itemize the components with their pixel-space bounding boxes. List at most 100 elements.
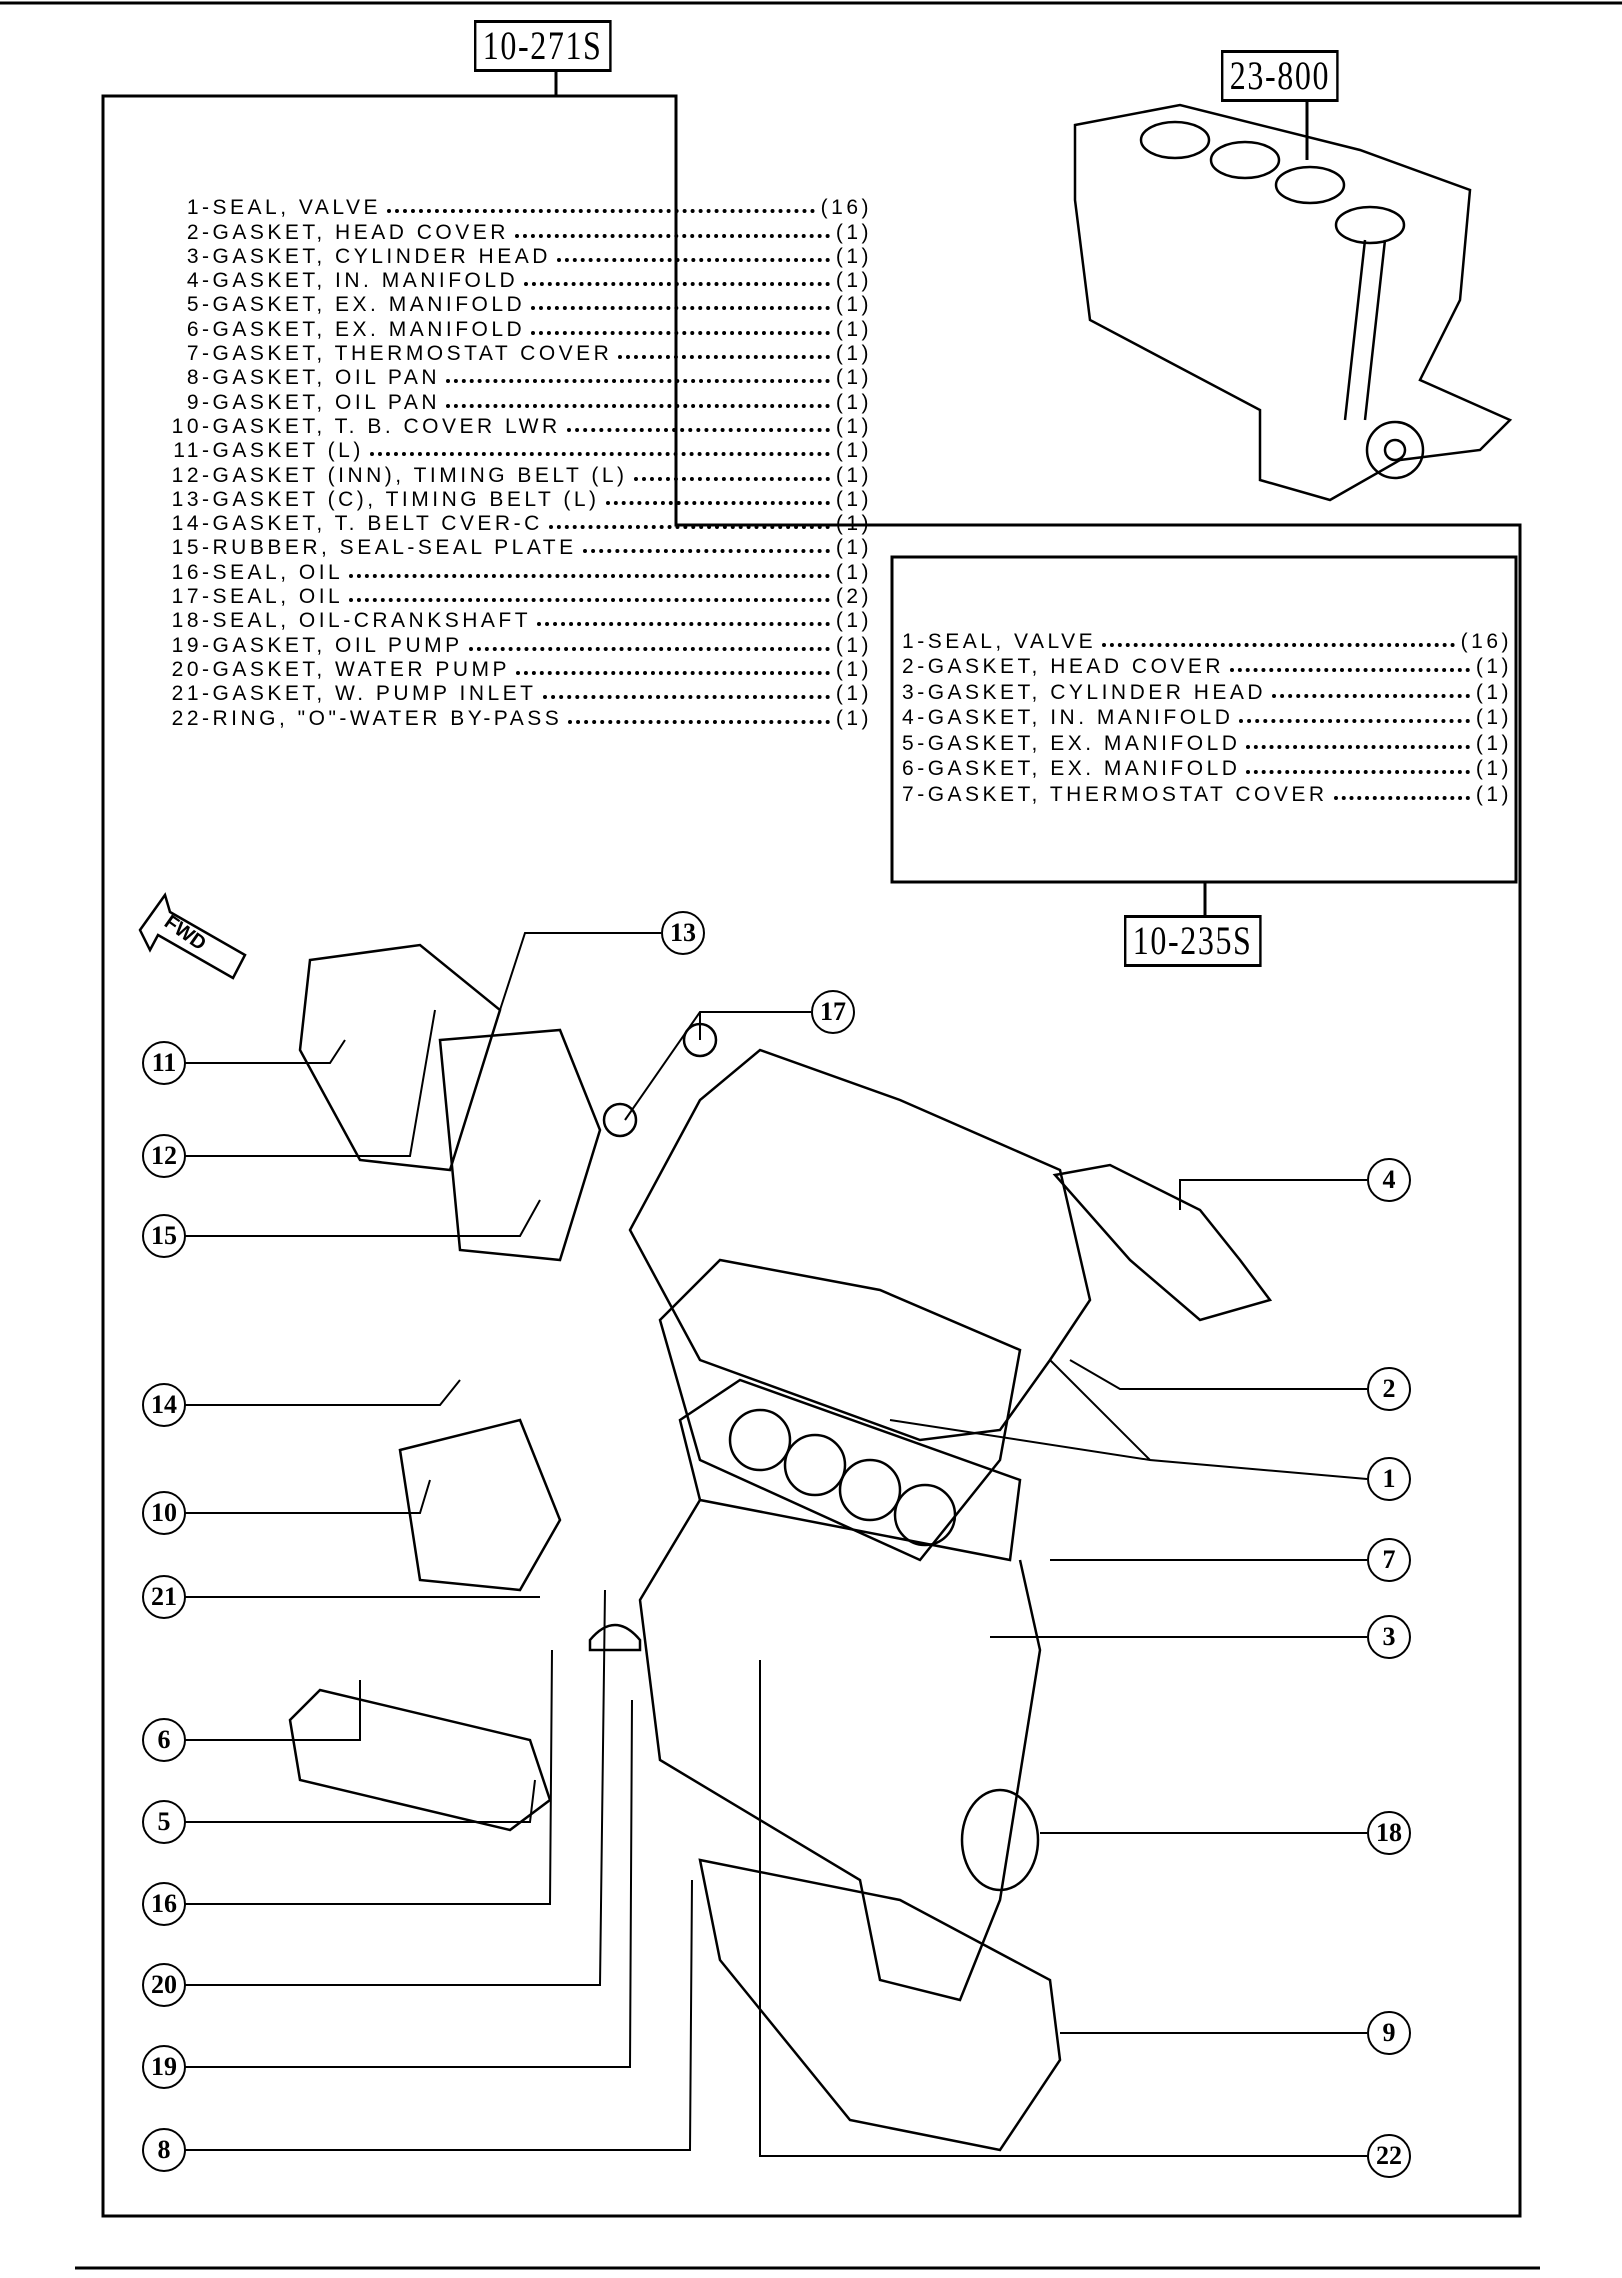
dot-leader: [1239, 719, 1470, 723]
part-number: 16: [171, 560, 202, 584]
callout-22[interactable]: 22: [1367, 2134, 1411, 2178]
part-quantity: (1): [835, 682, 872, 706]
parts-list-row[interactable]: 5-GASKET, EX. MANIFOLD(1): [902, 730, 1512, 756]
dot-leader: [514, 233, 830, 238]
parts-list-row[interactable]: 9-GASKET, OIL PAN(1): [160, 390, 872, 414]
part-quantity: (1): [1475, 655, 1512, 678]
dot-leader: [605, 500, 830, 505]
part-number: 19: [171, 633, 202, 657]
callout-5[interactable]: 5: [142, 1800, 186, 1844]
part-number: 11: [173, 439, 202, 463]
parts-list-row[interactable]: 6-GASKET, EX. MANIFOLD(1): [160, 317, 872, 341]
part-quantity: (1): [835, 657, 872, 681]
parts-list-row[interactable]: 11-GASKET (L)(1): [160, 439, 872, 463]
part-name: GASKET, IN. MANIFOLD: [212, 269, 519, 293]
kit-part-number-10-271s[interactable]: 10-271S: [474, 20, 612, 72]
part-name: GASKET, CYLINDER HEAD: [927, 680, 1267, 704]
callout-14[interactable]: 14: [142, 1383, 186, 1427]
dot-leader: [582, 549, 830, 554]
callout-3[interactable]: 3: [1367, 1615, 1411, 1659]
part-number: 22: [171, 706, 202, 730]
separator-dash: -: [917, 706, 928, 729]
callout-16[interactable]: 16: [142, 1882, 186, 1926]
separator-dash: -: [202, 390, 213, 414]
callout-20[interactable]: 20: [142, 1963, 186, 2007]
part-name: GASKET, EX. MANIFOLD: [927, 731, 1241, 755]
parts-list-row[interactable]: 7-GASKET, THERMOSTAT COVER(1): [160, 342, 872, 366]
dot-leader: [548, 525, 830, 530]
separator-dash: -: [202, 609, 213, 633]
part-quantity: (1): [1475, 731, 1512, 755]
part-number: 6: [902, 757, 918, 780]
callout-17[interactable]: 17: [811, 990, 855, 1034]
callout-6[interactable]: 6: [142, 1718, 186, 1762]
part-number: 17: [171, 585, 202, 609]
callout-9[interactable]: 9: [1367, 2011, 1411, 2055]
dot-leader: [537, 622, 830, 627]
parts-list-row[interactable]: 4-GASKET, IN. MANIFOLD(1): [902, 705, 1512, 731]
separator-dash: -: [202, 512, 213, 536]
parts-list-row[interactable]: 21-GASKET, W. PUMP INLET(1): [160, 682, 872, 706]
parts-list-row[interactable]: 22-RING, "O"-WATER BY-PASS(1): [160, 706, 872, 730]
part-number: 12: [171, 463, 202, 487]
parts-list-row[interactable]: 3-GASKET, CYLINDER HEAD(1): [160, 245, 872, 269]
callout-15[interactable]: 15: [142, 1214, 186, 1258]
parts-list-row[interactable]: 18-SEAL, OIL-CRANKSHAFT(1): [160, 609, 872, 633]
dot-leader: [531, 306, 830, 311]
callout-4[interactable]: 4: [1367, 1158, 1411, 1202]
parts-list-row[interactable]: 16-SEAL, OIL(1): [160, 560, 872, 584]
part-name: GASKET, EX. MANIFOLD: [927, 757, 1241, 780]
parts-list-row[interactable]: 5-GASKET, EX. MANIFOLD(1): [160, 293, 872, 317]
callout-10[interactable]: 10: [142, 1491, 186, 1535]
callout-8[interactable]: 8: [142, 2128, 186, 2172]
callout-7[interactable]: 7: [1367, 1538, 1411, 1582]
separator-dash: -: [202, 487, 213, 511]
part-name: GASKET, T. BELT CVER-C: [212, 512, 543, 536]
parts-list-row[interactable]: 20-GASKET, WATER PUMP(1): [160, 658, 872, 682]
separator-dash: -: [202, 293, 213, 317]
part-quantity: (1): [835, 633, 872, 657]
part-number: 15: [171, 536, 202, 560]
dot-leader: [349, 598, 830, 603]
part-number: 2: [902, 655, 918, 678]
parts-list-row[interactable]: 2-GASKET, HEAD COVER(1): [902, 654, 1512, 680]
part-number: 9: [186, 390, 202, 414]
parts-list-row[interactable]: 19-GASKET, OIL PUMP(1): [160, 633, 872, 657]
part-quantity: (1): [835, 463, 872, 487]
part-name: SEAL, OIL: [212, 585, 344, 609]
parts-list-row[interactable]: 7-GASKET, THERMOSTAT COVER(1): [902, 781, 1512, 807]
parts-list-row[interactable]: 12-GASKET (INN), TIMING BELT (L)(1): [160, 463, 872, 487]
callout-18[interactable]: 18: [1367, 1811, 1411, 1855]
parts-list-row[interactable]: 3-GASKET, CYLINDER HEAD(1): [902, 679, 1512, 705]
dot-leader: [386, 209, 815, 214]
part-number: 3: [186, 244, 202, 268]
parts-list-row[interactable]: 1-SEAL, VALVE(16): [160, 196, 872, 220]
parts-list-row[interactable]: 14-GASKET, T. BELT CVER-C(1): [160, 512, 872, 536]
parts-list-row[interactable]: 13-GASKET (C), TIMING BELT (L)(1): [160, 488, 872, 512]
separator-dash: -: [202, 657, 213, 681]
parts-list-row[interactable]: 8-GASKET, OIL PAN(1): [160, 366, 872, 390]
parts-list-row[interactable]: 4-GASKET, IN. MANIFOLD(1): [160, 269, 872, 293]
part-number: 1: [186, 196, 202, 220]
callout-21[interactable]: 21: [142, 1575, 186, 1619]
callout-19[interactable]: 19: [142, 2045, 186, 2089]
parts-list-row[interactable]: 17-SEAL, OIL(2): [160, 585, 872, 609]
part-quantity: (1): [835, 390, 872, 414]
parts-list-row[interactable]: 2-GASKET, HEAD COVER(1): [160, 220, 872, 244]
parts-list-row[interactable]: 1-SEAL, VALVE(16): [902, 628, 1512, 654]
callout-11[interactable]: 11: [142, 1041, 186, 1085]
callout-1[interactable]: 1: [1367, 1457, 1411, 1501]
callout-12[interactable]: 12: [142, 1134, 186, 1178]
part-quantity: (1): [835, 560, 872, 584]
block-part-number-23-800[interactable]: 23-800: [1221, 50, 1339, 102]
sub-kit-part-number-10-235s[interactable]: 10-235S: [1124, 915, 1262, 967]
parts-list-row[interactable]: 6-GASKET, EX. MANIFOLD(1): [902, 756, 1512, 782]
callout-2[interactable]: 2: [1367, 1367, 1411, 1411]
separator-dash: -: [917, 680, 928, 704]
dot-leader: [349, 573, 830, 578]
parts-list-row[interactable]: 15-RUBBER, SEAL-SEAL PLATE(1): [160, 536, 872, 560]
parts-list-row[interactable]: 10-GASKET, T. B. COVER LWR(1): [160, 415, 872, 439]
engine-block-drawing: [1073, 103, 1513, 502]
callout-13[interactable]: 13: [661, 911, 705, 955]
